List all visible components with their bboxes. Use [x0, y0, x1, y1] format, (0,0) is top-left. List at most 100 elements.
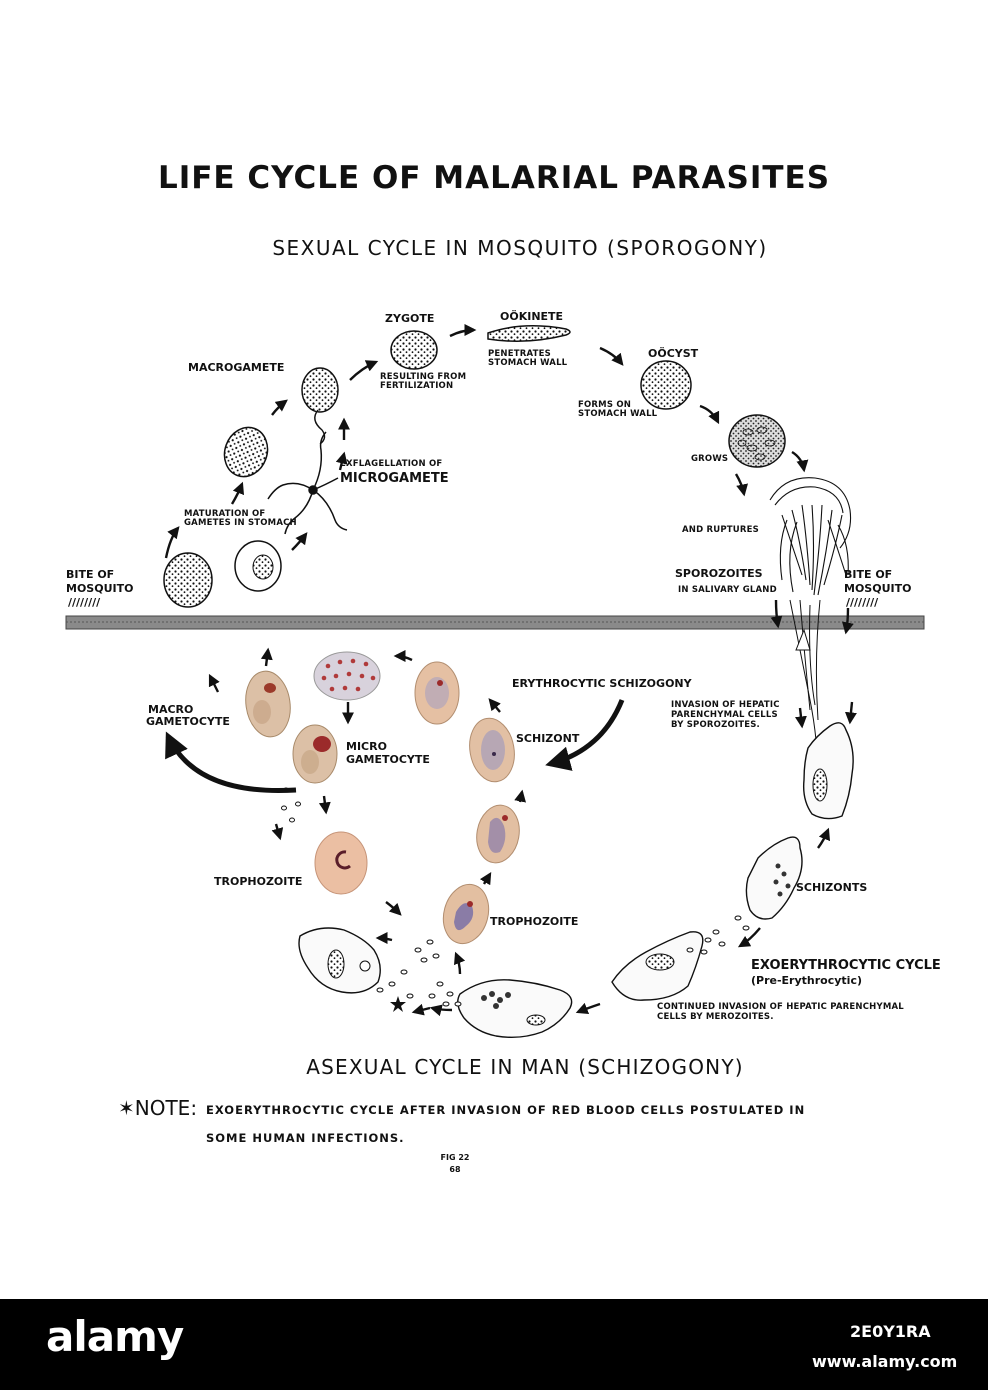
note-heading: ✶NOTE: [118, 1096, 198, 1120]
sporozoite-stream [789, 599, 821, 741]
label-oocyst-note2: STOMACH WALL [578, 409, 658, 419]
arrow-schizont-up [488, 698, 501, 713]
label-trophozoite-right: TROPHOZOITE [490, 915, 579, 928]
arrow-to-oocyst [599, 346, 624, 366]
label-bite-right-hatch: //////// [846, 596, 879, 609]
label-macro2: GAMETOCYTE [146, 715, 230, 728]
arrow-to-macro-left [208, 673, 220, 693]
page-title: LIFE CYCLE OF MALARIAL PARASITES [157, 160, 831, 196]
gamete-cell-left [163, 552, 213, 608]
label-invasion2: PARENCHYMAL CELLS [671, 710, 778, 720]
label-microgamete: MICROGAMETE [340, 471, 449, 486]
label-bite-left2: MOSQUITO [66, 582, 134, 595]
hepatic-cell-top [802, 722, 854, 820]
watermark-url: www.alamy.com [812, 1352, 958, 1371]
growing-oocyst-cell [728, 414, 786, 468]
exflagellation-microgametes [267, 431, 348, 535]
label-oocyst: OÖCYST [648, 347, 699, 360]
arrow-sporozoite-down2 [841, 607, 854, 635]
rbc-schizont [469, 717, 515, 783]
rbc-schizont-dotted [313, 651, 381, 701]
arrow-to-schizonts [817, 827, 831, 849]
label-exoerythrocytic: EXOERYTHROCYTIC CYCLE [751, 958, 941, 973]
life-cycle-diagram [65, 324, 925, 1039]
ookinete-cell [487, 325, 571, 342]
arrow-top-left [393, 650, 413, 663]
arrow-to-macrogamete [271, 399, 288, 416]
arrow-exflag-up [335, 451, 348, 471]
rbc-trophozoite-right [442, 883, 490, 945]
label-bite-left-hatch: //////// [68, 596, 101, 609]
arrow-micro-troph [271, 823, 284, 841]
label-micro1: MICRO [346, 740, 387, 753]
arrow-merozoite-up [453, 951, 466, 975]
note-line1: EXOERYTHROCYTIC CYCLE AFTER INVASION OF … [206, 1103, 806, 1117]
arrow-troph-down [385, 901, 402, 916]
arrow-oocyst-grows [699, 404, 720, 425]
label-schizonts: SCHIZONTS [796, 881, 868, 894]
rbc-top-right [414, 661, 460, 725]
oocyst-cell [640, 360, 692, 410]
asexual-cycle-title: ASEXUAL CYCLE IN MAN (SCHIZOGONY) [306, 1055, 744, 1079]
label-sporozoites: SPOROZOITES [675, 567, 763, 580]
arrow-to-ookinete [449, 324, 477, 338]
label-invasion1: INVASION OF HEPATIC [671, 700, 780, 710]
label-bite-left1: BITE OF [66, 568, 115, 581]
label-ruptures: AND RUPTURES [682, 525, 759, 535]
arrow-to-macro-up [260, 647, 273, 667]
label-zygote-note1: RESULTING FROM [380, 372, 467, 382]
rupturing-oocyst [769, 477, 852, 596]
arrow-to-zygote [349, 360, 379, 381]
label-zygote-note2: FERTILIZATION [380, 381, 454, 391]
arrow-micro-down [318, 795, 331, 815]
label-maturation1: MATURATION OF [184, 509, 266, 519]
arrow-grows-right [791, 450, 809, 473]
label-zygote: ZYGOTE [385, 312, 435, 325]
arrow-liver-down1 [794, 707, 807, 729]
macrogamete-cell [301, 367, 339, 413]
label-oocyst-note1: FORMS ON [578, 400, 632, 410]
watermark-brand: alamy [46, 1312, 184, 1361]
merozoite-dots [281, 787, 750, 1007]
arrow-exo-to-bottom [575, 1002, 601, 1015]
watermark-footer [0, 1299, 988, 1390]
figure-label: FIG 22 [440, 1153, 470, 1162]
sexual-cycle-subtitle: SEXUAL CYCLE IN MOSQUITO (SPOROGONY) [272, 236, 768, 260]
arrow-troph-up [479, 871, 492, 886]
label-exflagellation: EXFLAGELLATION OF [340, 459, 443, 469]
arrow-left-star [411, 1003, 431, 1016]
arrow-merozoite-left [375, 932, 393, 945]
rbc-macrogametocyte [245, 670, 291, 738]
hepatic-cell-schizont [745, 836, 803, 920]
label-macrogamete: MACROGAMETE [188, 361, 285, 374]
label-ookinete-note2: STOMACH WALL [488, 358, 568, 368]
label-continued2: CELLS BY MEROZOITES. [657, 1012, 774, 1022]
label-grows: GROWS [691, 454, 729, 464]
label-micro2: GAMETOCYTE [346, 753, 430, 766]
label-continued1: CONTINUED INVASION OF HEPATIC PARENCHYMA… [657, 1002, 904, 1012]
label-bite-right2: MOSQUITO [844, 582, 912, 595]
page-number: 68 [449, 1165, 461, 1174]
arrow-amoeboid-up [514, 789, 527, 803]
arrow-cell-to-exflag [291, 532, 308, 551]
label-macro1: MACRO [148, 703, 194, 716]
rbc-microgametocyte [292, 724, 338, 784]
rbc-trophozoite-amoeboid [476, 804, 520, 864]
label-salivary: IN SALIVARY GLAND [678, 585, 777, 595]
arrow-sporozoite-down1 [770, 599, 783, 629]
arrow-bite-up [164, 526, 180, 559]
label-trophozoite-left: TROPHOZOITE [214, 875, 303, 888]
arrow-bottom-to-left [429, 1004, 453, 1017]
zygote-cell [390, 330, 438, 370]
label-ookinete-note1: PENETRATES [488, 349, 551, 359]
rbc-trophozoite-ring-left [314, 831, 368, 895]
arrow-erythrocytic-big [545, 699, 625, 771]
label-erythrocytic: ERYTHROCYTIC SCHIZOGONY [512, 677, 692, 690]
label-bite-right1: BITE OF [844, 568, 893, 581]
arrow-to-exo [737, 927, 761, 948]
note-line2: SOME HUMAN INFECTIONS. [206, 1131, 405, 1145]
arrow-macrogametocyte-big [165, 731, 297, 794]
label-ookinete: OÖKINETE [500, 310, 564, 323]
label-invasion3: BY SPOROZOITES. [671, 720, 760, 730]
arrow-maturation [230, 481, 245, 505]
